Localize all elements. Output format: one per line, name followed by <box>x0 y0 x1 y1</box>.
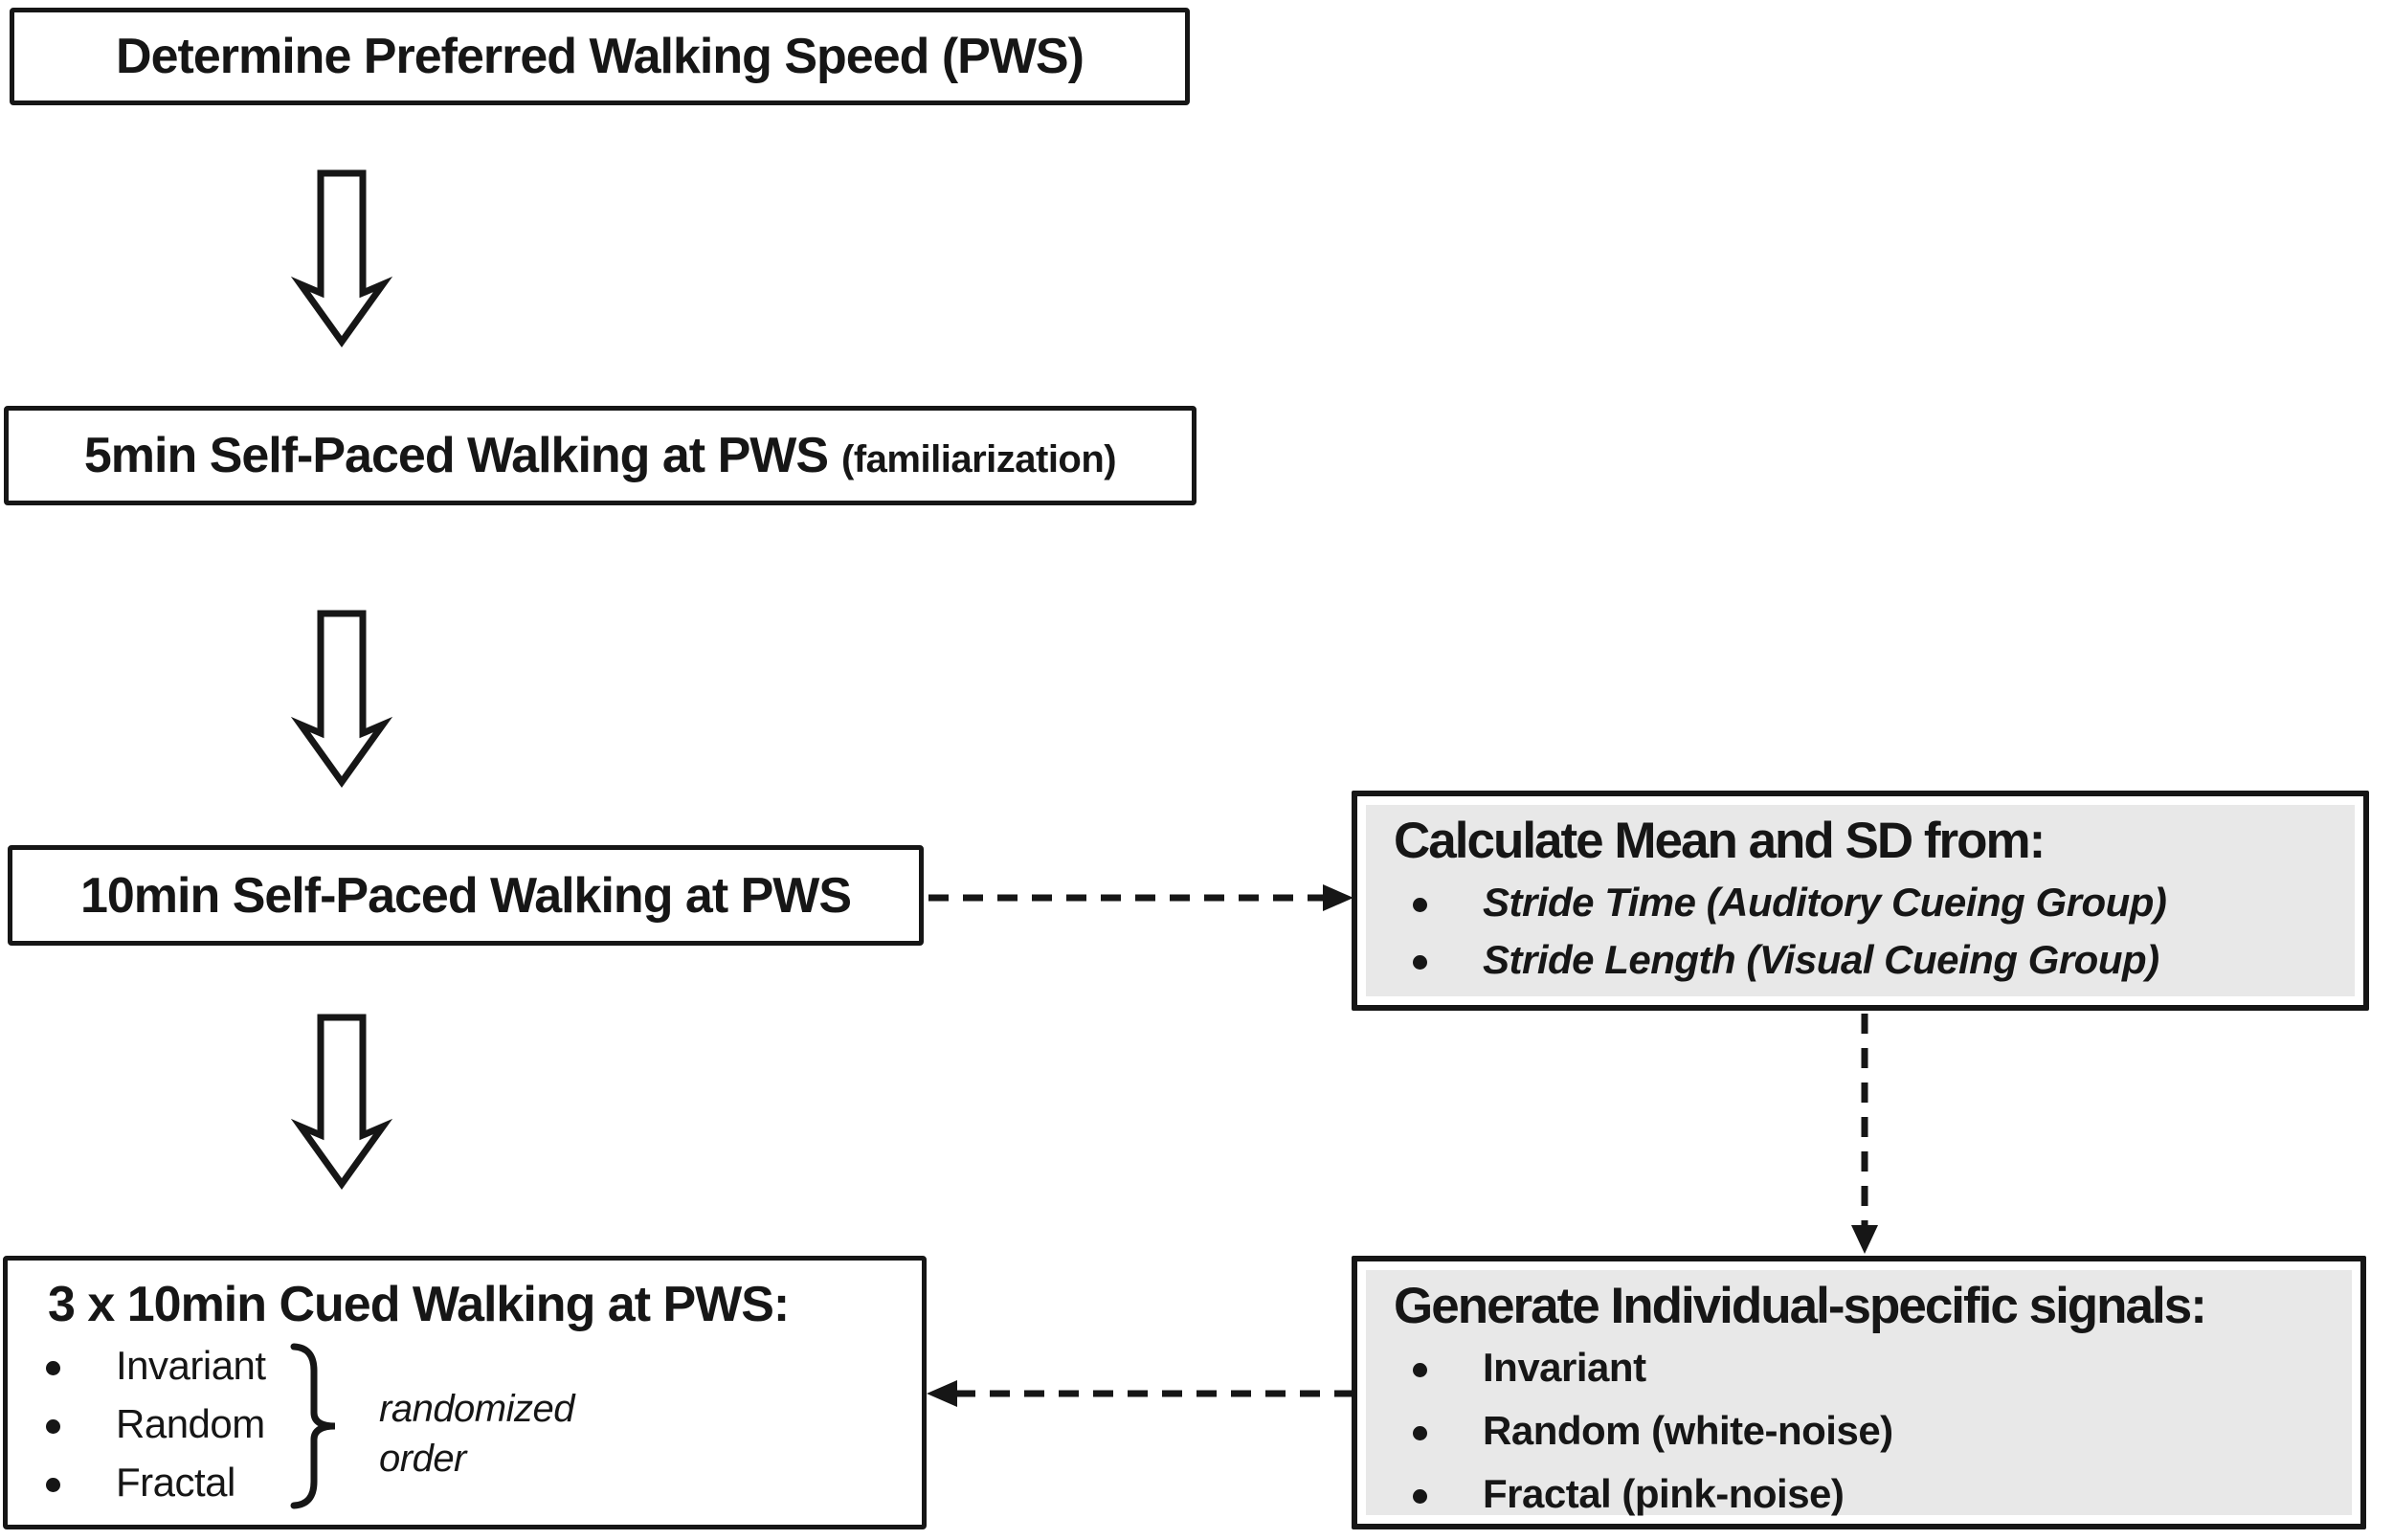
calculate-bullet-stride-length: Stride Length (Visual Cueing Group) <box>1483 937 2159 982</box>
generate-bullet-random: Random (white-noise) <box>1483 1408 1893 1453</box>
box-generate-signals: Generate Individual-specific signals: In… <box>1352 1256 2366 1529</box>
cued-bullet-random: Random <box>116 1401 265 1446</box>
generate-bullet-list: Invariant Random (white-noise) Fractal (… <box>1394 1345 2351 1534</box>
box-5min-walking-suffix: (familiarization) <box>841 438 1117 480</box>
bullet-dot-icon <box>1413 898 1427 912</box>
box-5min-walking: 5min Self-Paced Walking at PWS (familiari… <box>4 406 1196 505</box>
right-curly-brace-icon <box>290 1343 336 1509</box>
bullet-dot-icon <box>46 1419 60 1434</box>
box-10min-walking-title: 10min Self-Paced Walking at PWS <box>79 867 852 924</box>
box-5min-walking-text: 5min Self-Paced Walking at PWS (familiari… <box>83 427 1117 484</box>
list-item: Random <box>27 1401 912 1460</box>
generate-bullet-invariant: Invariant <box>1483 1345 1646 1390</box>
calculate-bullet-stride-time: Stride Time (Auditory Cueing Group) <box>1483 880 2167 925</box>
note-line-2: order <box>379 1438 466 1480</box>
generate-bullet-fractal: Fractal (pink-noise) <box>1483 1471 1845 1516</box>
bullet-dot-icon <box>46 1361 60 1375</box>
down-block-arrow-icon <box>290 610 393 789</box>
list-item: Invariant <box>1394 1345 2351 1408</box>
note-line-1: randomized <box>379 1388 575 1430</box>
box-generate-title: Generate Individual-specific signals: <box>1394 1278 2207 1334</box>
cued-bullet-invariant: Invariant <box>116 1343 266 1388</box>
box-determine-pws: Determine Preferred Walking Speed (PWS) <box>10 8 1190 105</box>
bullet-dot-icon <box>46 1478 60 1492</box>
dashed-arrow-left-icon <box>927 1380 1353 1407</box>
cued-bullet-fractal: Fractal <box>116 1460 235 1505</box>
list-item: Fractal (pink-noise) <box>1394 1471 2351 1534</box>
box-5min-walking-title: 5min Self-Paced Walking at PWS <box>83 428 829 483</box>
dashed-arrow-right-icon <box>928 884 1353 911</box>
list-item: Stride Time (Auditory Cueing Group) <box>1394 880 2354 937</box>
bullet-dot-icon <box>1413 1363 1427 1377</box>
down-block-arrow-icon <box>290 1014 393 1191</box>
bullet-dot-icon <box>1413 955 1427 970</box>
bullet-dot-icon <box>1413 1489 1427 1504</box>
list-item: Fractal <box>27 1460 912 1518</box>
bullet-dot-icon <box>1413 1426 1427 1440</box>
randomized-order-note: randomized order <box>379 1384 575 1484</box>
box-calculate-title: Calculate Mean and SD from: <box>1394 813 2046 869</box>
box-cued-walking: 3 x 10min Cued Walking at PWS: Invariant… <box>3 1256 927 1529</box>
list-item: Invariant <box>27 1343 912 1401</box>
calculate-bullet-list: Stride Time (Auditory Cueing Group) Stri… <box>1394 880 2354 994</box>
box-10min-walking: 10min Self-Paced Walking at PWS <box>8 845 924 946</box>
box-cued-walking-title: 3 x 10min Cued Walking at PWS: <box>48 1277 790 1332</box>
box-determine-pws-title: Determine Preferred Walking Speed (PWS) <box>116 29 1085 84</box>
list-item: Random (white-noise) <box>1394 1408 2351 1471</box>
cued-bullet-list: Invariant Random Fractal <box>27 1343 912 1518</box>
down-block-arrow-icon <box>290 169 393 348</box>
box-calculate-mean-sd: Calculate Mean and SD from: Stride Time … <box>1352 791 2369 1011</box>
dashed-arrow-down-icon <box>1851 1014 1878 1254</box>
list-item: Stride Length (Visual Cueing Group) <box>1394 937 2354 994</box>
